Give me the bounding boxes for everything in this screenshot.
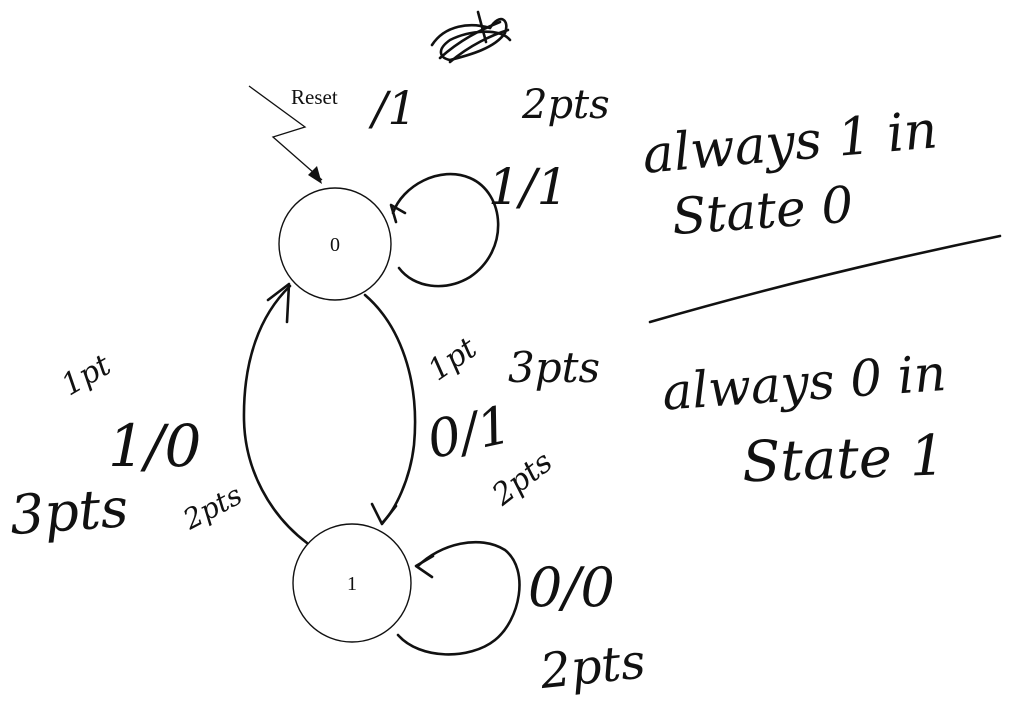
note-line-3: always 0 in [660,344,947,422]
self-loop-arrow-state-1 [396,540,521,656]
points-s1-to-s0-main: 3pts [8,476,130,547]
arrow-state-1-to-state-0 [242,282,309,545]
scribble-mark [430,10,512,64]
points-s1-to-s0-top: 1pt [56,347,118,403]
points-s1-to-s0-small: 2pts [177,478,248,536]
transition-s1-to-s0-label: 1/0 [108,412,201,480]
note-line-1: always 1 in [640,100,940,186]
state-0-label: 0 [330,234,340,256]
self-loop-arrow-state-0 [389,172,500,288]
transition-s0-to-s1-label: 0/1 [422,395,516,471]
reset-label: Reset [291,85,338,109]
points-s0-to-s1-top: 1pt [422,330,484,388]
state-1-label: 1 [347,573,357,595]
points-s0-to-s1-side: 3pts [508,343,600,392]
state-0: 0 [278,187,392,301]
transition-s0-self-label: 1/1 [488,158,568,216]
note-line-4: State 1 [741,423,946,495]
reset-output-label: /1 [368,81,417,135]
separator-line [648,234,1002,324]
reset-points: 2pts [521,82,610,128]
note-line-2: State 0 [670,176,855,247]
reset-arrow [248,85,323,184]
state-1: 1 [292,523,412,643]
arrow-state-0-to-state-1 [363,293,417,526]
transition-s1-self-label: 0/0 [528,556,615,619]
points-s1-self: 2pts [537,633,648,700]
